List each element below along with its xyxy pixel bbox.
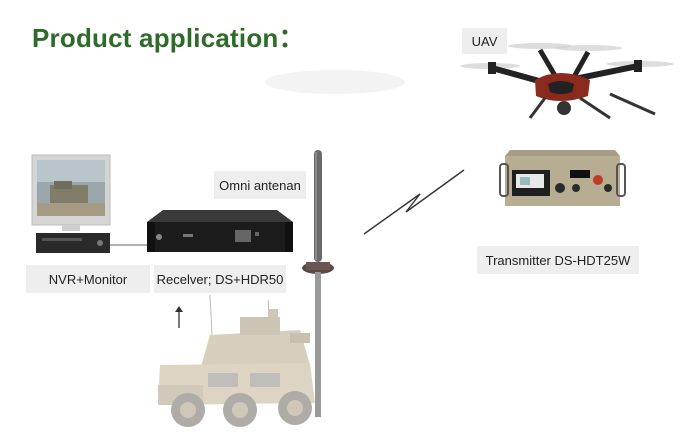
decorative-streak bbox=[265, 70, 405, 94]
drone-icon bbox=[460, 43, 674, 120]
monitor-icon bbox=[31, 154, 111, 253]
transmitter-unit-icon bbox=[499, 150, 626, 206]
receiver-unit-icon bbox=[147, 210, 293, 252]
page-title: Product application： bbox=[32, 23, 305, 53]
omni-antenna-label: Omni antenan bbox=[214, 171, 306, 199]
receiver-label: Recelver; DS+HDR50 bbox=[154, 265, 286, 293]
transmitter-label: Transmitter DS-HDT25W bbox=[477, 246, 639, 274]
antenna-icon bbox=[302, 150, 334, 417]
nvr-monitor-label: NVR+Monitor bbox=[26, 265, 150, 293]
wireless-link-icon bbox=[363, 169, 465, 235]
up-arrow-icon bbox=[175, 306, 183, 328]
uav-label: UAV bbox=[462, 28, 507, 54]
armored-vehicle-icon bbox=[158, 294, 315, 427]
